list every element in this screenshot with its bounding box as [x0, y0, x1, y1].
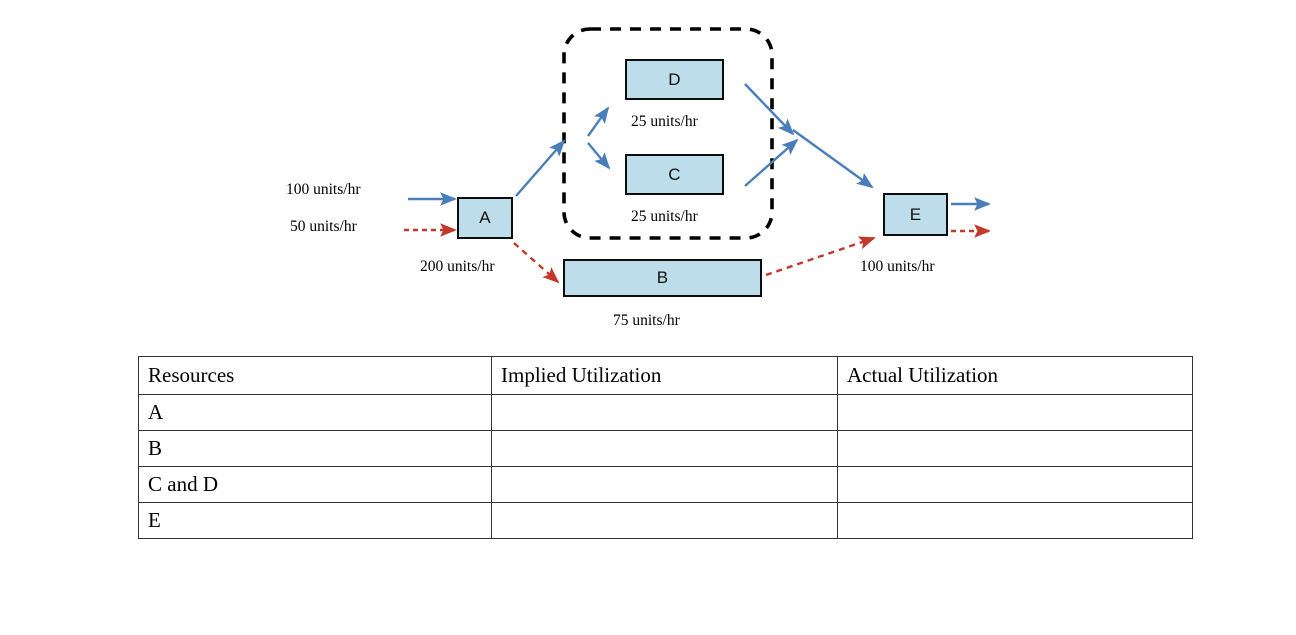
- process-flow-diagram: A D C B E 25 units/hr 25 units/hr 75 uni…: [286, 27, 991, 329]
- node-e-label: E: [909, 204, 922, 224]
- node-d-label: D: [668, 69, 681, 89]
- edge-merge-to-e: [792, 129, 874, 189]
- node-e[interactable]: E: [883, 193, 948, 236]
- cell-actual-cd[interactable]: [837, 466, 1193, 503]
- capacity-label-d: 25 units/hr: [631, 113, 698, 130]
- cell-resource-e: E: [138, 502, 492, 539]
- node-a-label: A: [479, 208, 491, 227]
- cell-actual-b[interactable]: [837, 430, 1193, 467]
- cell-resource-a: A: [138, 394, 492, 431]
- capacity-label-b: 75 units/hr: [613, 312, 680, 329]
- flow-rate-input-secondary: 50 units/hr: [290, 218, 357, 235]
- table-row: E: [138, 502, 1193, 539]
- node-b-label: B: [656, 268, 669, 287]
- node-d[interactable]: D: [625, 59, 724, 100]
- flow-rate-input-primary: 100 units/hr: [286, 181, 361, 198]
- edge-split-to-d: [587, 106, 610, 137]
- cell-implied-a[interactable]: [491, 394, 838, 431]
- table-row: C and D: [138, 466, 1193, 503]
- cell-implied-cd[interactable]: [491, 466, 838, 503]
- node-c-label: C: [668, 164, 681, 184]
- cell-implied-b[interactable]: [491, 430, 838, 467]
- table-row: A: [138, 394, 1193, 431]
- column-header-actual-utilization: Actual Utilization: [837, 356, 1193, 395]
- cell-implied-e[interactable]: [491, 502, 838, 539]
- cd-group-dashed-box: [562, 27, 774, 240]
- utilization-table: Resources Implied Utilization Actual Uti…: [138, 356, 1193, 539]
- cell-actual-e[interactable]: [837, 502, 1193, 539]
- edge-split-to-c: [587, 142, 611, 170]
- table-header-row: Resources Implied Utilization Actual Uti…: [138, 356, 1193, 395]
- node-b[interactable]: B: [563, 259, 762, 297]
- cell-resource-cd: C and D: [138, 466, 492, 503]
- flow-rate-a-to-b: 200 units/hr: [420, 258, 495, 275]
- edge-a-to-cd-group: [515, 139, 566, 197]
- flow-rate-b-to-e: 100 units/hr: [860, 258, 935, 275]
- cell-resource-b: B: [138, 430, 492, 467]
- edge-c-to-merge: [744, 138, 799, 187]
- column-header-implied-utilization: Implied Utilization: [491, 356, 838, 395]
- flow-arrows-layer: [404, 27, 991, 284]
- node-a[interactable]: A: [457, 197, 513, 239]
- edge-a-to-b: [513, 242, 560, 284]
- capacity-label-c: 25 units/hr: [631, 208, 698, 225]
- edge-d-to-merge: [744, 83, 795, 136]
- column-header-resources: Resources: [138, 356, 492, 395]
- node-c[interactable]: C: [625, 154, 724, 195]
- edge-b-to-e: [765, 236, 876, 277]
- table-row: B: [138, 430, 1193, 467]
- cell-actual-a[interactable]: [837, 394, 1193, 431]
